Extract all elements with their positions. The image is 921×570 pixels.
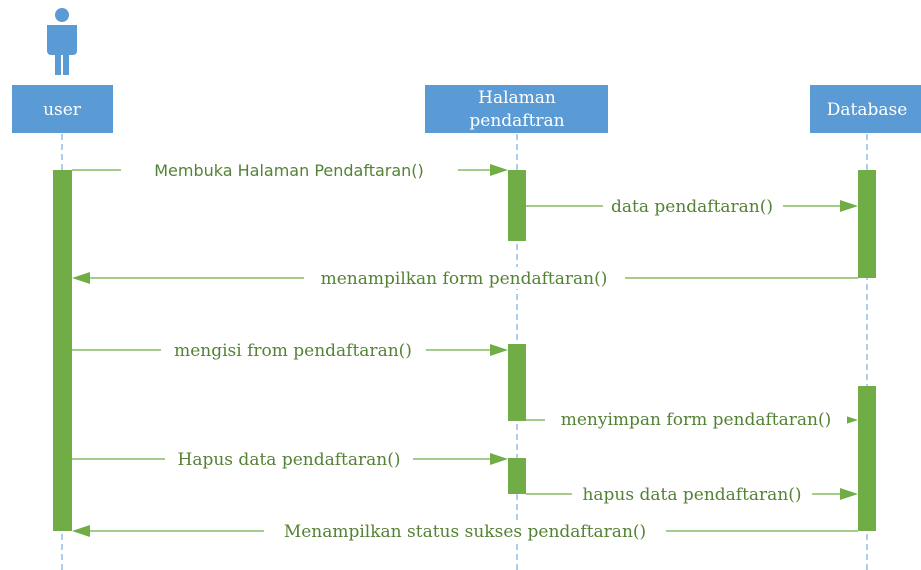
arrowhead-right-icon: [490, 453, 508, 465]
arrowhead-left-icon: [72, 272, 90, 284]
message-8-label: Menampilkan status sukses pendaftaran(): [284, 522, 646, 542]
message-2-label: data pendaftaran(): [611, 197, 773, 217]
activation-database-1: [858, 170, 876, 278]
arrowhead-right-icon: [840, 488, 858, 500]
message-3: menampilkan form pendaftaran(): [72, 267, 858, 289]
participant-user: user: [12, 85, 113, 133]
activation-halaman-2: [508, 344, 526, 421]
arrowhead-right-icon: [490, 164, 508, 176]
message-4-label: mengisi from pendaftaran(): [174, 341, 412, 361]
activation-halaman-1: [508, 170, 526, 241]
participant-user-label: user: [43, 100, 82, 120]
message-6: Hapus data pendaftaran(): [72, 448, 508, 470]
participant-database-label: Database: [827, 100, 908, 120]
message-1-label: Membuka Halaman Pendaftaran(): [154, 161, 424, 180]
message-5: menyimpan form pendaftaran(): [526, 408, 858, 430]
participant-halaman-pendaftran: Halaman pendaftran: [425, 85, 608, 133]
message-4: mengisi from pendaftaran(): [72, 339, 508, 361]
user-actor-icon: [47, 8, 77, 75]
participant-halaman-label-line2: pendaftran: [469, 111, 564, 131]
message-7-label: hapus data pendaftaran(): [582, 485, 801, 505]
message-5-label: menyimpan form pendaftaran(): [561, 410, 831, 430]
message-2: data pendaftaran(): [526, 195, 858, 217]
message-1: Membuka Halaman Pendaftaran(): [72, 159, 508, 181]
participant-database: Database: [810, 85, 921, 133]
message-3-label: menampilkan form pendaftaran(): [321, 269, 608, 289]
activation-user: [53, 170, 72, 531]
participant-halaman-label-line1: Halaman: [478, 88, 556, 108]
message-7: hapus data pendaftaran(): [526, 483, 858, 505]
message-8: Menampilkan status sukses pendaftaran(): [72, 520, 858, 542]
activation-database-2: [858, 386, 876, 531]
activation-halaman-3: [508, 458, 526, 494]
arrowhead-left-icon: [72, 525, 90, 537]
arrowhead-right-icon: [490, 344, 508, 356]
arrowhead-right-icon: [840, 200, 858, 212]
message-6-label: Hapus data pendaftaran(): [178, 450, 401, 470]
